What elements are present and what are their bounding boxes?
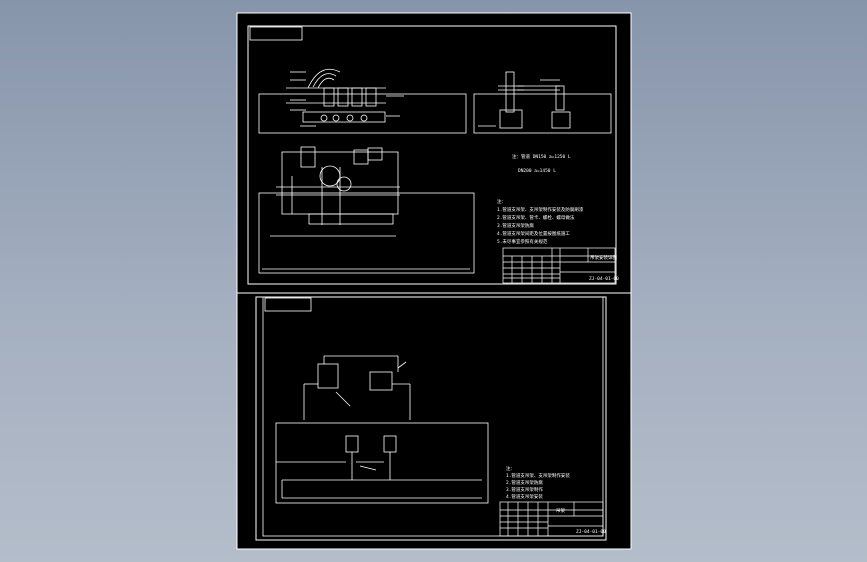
sheet-1-drawing-no: ZJ-04-01-00 — [589, 276, 619, 282]
sheet-2-title-name: 吊架 — [556, 508, 565, 514]
svg-text:2.管道支吊架防腐: 2.管道支吊架防腐 — [506, 479, 543, 486]
formula-line-1: 注：管道 DN150 a=1250 L — [512, 153, 571, 160]
svg-text:注：: 注： — [506, 465, 515, 472]
svg-text:4.管道支吊架间距及位置按图纸施工: 4.管道支吊架间距及位置按图纸施工 — [497, 230, 570, 237]
sheet-2-border-inner — [262, 296, 604, 537]
sheet-1-border — [247, 25, 617, 285]
svg-text:3.管道支吊架制作: 3.管道支吊架制作 — [506, 486, 543, 493]
drawing-sheet-2: 注： 1.管道支吊架、支吊架制作安装 2.管道支吊架防腐 3.管道支吊架制作 4… — [236, 292, 632, 550]
svg-text:3.管道支吊架防腐: 3.管道支吊架防腐 — [497, 222, 534, 229]
formula-line-2: DN200 a=1450 L — [518, 168, 556, 174]
sheet-2-paper — [236, 292, 632, 550]
svg-text:5.未尽事宜参照有关规范: 5.未尽事宜参照有关规范 — [497, 238, 548, 245]
sheet-1-title-block — [502, 247, 616, 284]
plan-view — [258, 146, 475, 274]
elevation-view-left — [258, 68, 467, 134]
sheet-2-corner-box — [264, 297, 312, 312]
sheet-2-drawing-no: ZJ-04-01-00 — [576, 529, 606, 535]
drawing-sheet-1: 注：管道 DN150 a=1250 L DN200 a=1450 L 注： 1.… — [236, 12, 632, 294]
hanger-detail-view — [275, 355, 489, 504]
svg-text:1.管道支吊架、支吊架制作安装及防腐刷漆: 1.管道支吊架、支吊架制作安装及防腐刷漆 — [497, 206, 584, 213]
sheet-1-paper — [236, 12, 632, 294]
svg-text:4.管道支吊架安装: 4.管道支吊架安装 — [506, 493, 543, 500]
sheet-2-title-block — [499, 501, 604, 537]
sheet-2-notes: 注： 1.管道支吊架、支吊架制作安装 2.管道支吊架防腐 3.管道支吊架制作 4… — [506, 465, 570, 500]
sheet-1-title-name: 吊架安装详图 — [590, 254, 617, 261]
sheet-1-corner-box — [249, 26, 303, 41]
svg-text:1.管道支吊架、支吊架制作安装: 1.管道支吊架、支吊架制作安装 — [506, 472, 570, 479]
svg-text:2.管道支吊架、管卡、螺栓、螺母做法: 2.管道支吊架、管卡、螺栓、螺母做法 — [497, 214, 575, 221]
svg-text:注：: 注： — [497, 198, 506, 205]
sheet-1-notes: 注： 1.管道支吊架、支吊架制作安装及防腐刷漆 2.管道支吊架、管卡、螺栓、螺母… — [497, 198, 584, 245]
side-view-right — [473, 71, 612, 134]
